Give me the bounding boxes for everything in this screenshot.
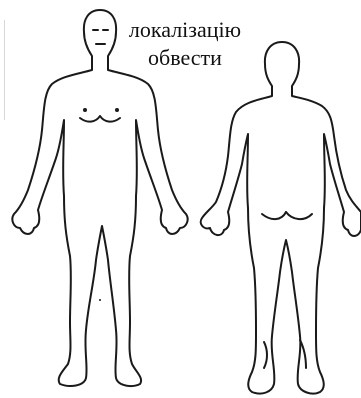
instruction-line-2: обвести [110,44,260,72]
instruction-line-1: локалізацію [110,16,260,44]
body-back-view[interactable] [201,42,361,394]
instruction-text: локалізацію обвести [110,16,260,72]
